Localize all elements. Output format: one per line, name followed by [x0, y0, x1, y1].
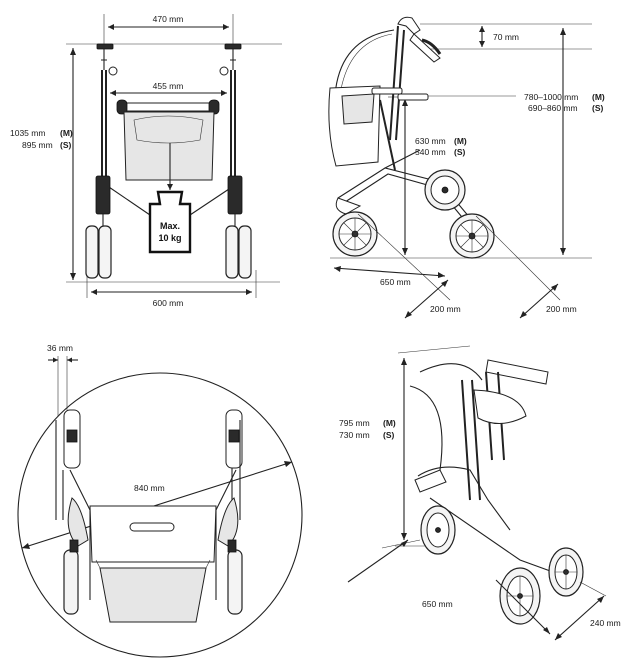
side-length-line — [333, 267, 446, 277]
seat-height-m-tag: (M) — [454, 136, 467, 146]
handle-range-s-tag: (S) — [592, 103, 604, 113]
front-view: 470 mm 1035 mm (M) 895 mm (S) 600 mm — [10, 14, 282, 308]
front-left-wheel — [85, 225, 99, 279]
seat-height-s-label: 540 mm — [415, 147, 446, 157]
front-height-m-tag: (M) — [60, 128, 73, 138]
side-view: 70 mm 780–1000 mm (M) 690–860 mm (S) 630… — [328, 16, 605, 319]
front-right-wheel — [238, 225, 252, 279]
handle-range-s-label: 690–860 mm — [528, 103, 578, 113]
handle-adjust-label: 70 mm — [493, 32, 519, 42]
handle-width-label: 36 mm — [47, 343, 73, 353]
turning-circle — [17, 372, 303, 658]
folded-height-s-tag: (S) — [383, 430, 395, 440]
folded-length-line-a — [347, 539, 409, 583]
handle-range-m-tag: (M) — [592, 92, 605, 102]
front-seat-width-label: 455 mm — [153, 81, 184, 91]
turning-diameter-line — [21, 461, 293, 549]
front-height-m-label: 1035 mm — [10, 128, 45, 138]
front-height-s-label: 895 mm — [22, 140, 53, 150]
top-view: 36 mm 840 mm — [17, 343, 303, 658]
left-handle-icon — [96, 43, 114, 50]
folded-handle-icon — [485, 359, 549, 385]
max-load-value: 10 kg — [158, 233, 181, 243]
folded-length-label: 650 mm — [422, 599, 453, 609]
folded-length-line-b — [495, 579, 551, 635]
turning-diameter-label: 840 mm — [134, 483, 165, 493]
front-top-width-label: 470 mm — [153, 14, 184, 24]
front-base-width-label: 600 mm — [153, 298, 184, 308]
seat-height-s-tag: (S) — [454, 147, 466, 157]
wheel-front-label: 200 mm — [430, 304, 461, 314]
folded-width-label: 240 mm — [590, 618, 621, 628]
folded-width-line — [554, 595, 605, 641]
folded-height-m-tag: (M) — [383, 418, 396, 428]
front-bag — [123, 111, 215, 181]
right-handle-icon — [224, 43, 242, 50]
seat-height-m-label: 630 mm — [415, 136, 446, 146]
side-handle-icon — [397, 16, 421, 35]
handle-range-m-label: 780–1000 mm — [524, 92, 578, 102]
folded-height-m-label: 795 mm — [339, 418, 370, 428]
side-length-label: 650 mm — [380, 277, 411, 287]
max-load-label: Max. — [160, 221, 180, 231]
folded-view: 795 mm (M) 730 mm (S) 650 mm — [339, 345, 621, 641]
top-seat — [89, 505, 217, 563]
folded-height-s-label: 730 mm — [339, 430, 370, 440]
weight-icon — [148, 190, 192, 254]
front-height-s-tag: (S) — [60, 140, 72, 150]
top-bag — [99, 567, 207, 623]
wheel-rear-label: 200 mm — [546, 304, 577, 314]
